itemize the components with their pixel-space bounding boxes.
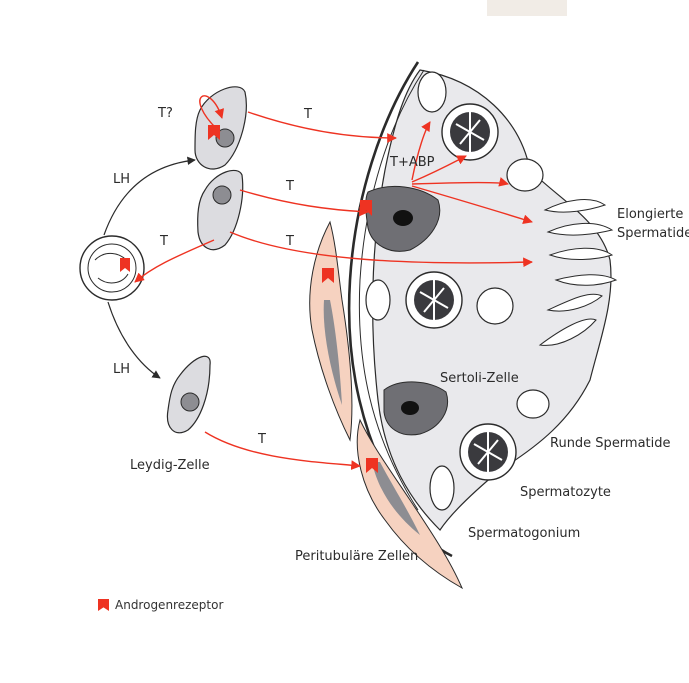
label-t-abp: T+ABP: [389, 155, 435, 170]
blood-vessel: [80, 236, 144, 300]
label-t-2: T: [285, 179, 294, 194]
label-elongated-1: Elongierte: [617, 207, 683, 222]
legend: Androgenrezeptor: [98, 598, 223, 612]
label-t-4: T: [285, 234, 294, 249]
leydig-cell-bottom: [167, 356, 210, 433]
label-lh-2: LH: [113, 362, 130, 377]
spermatocyte-2: [406, 272, 462, 328]
legend-label: Androgenrezeptor: [115, 598, 223, 612]
label-leydig-cell: Leydig-Zelle: [130, 458, 210, 473]
label-t-question: T?: [157, 106, 173, 121]
label-elongated-2: Spermatide: [617, 226, 689, 241]
label-lh-1: LH: [113, 172, 130, 187]
label-t-1: T: [303, 107, 312, 122]
label-t-5: T: [257, 432, 266, 447]
label-spermatogonium: Spermatogonium: [468, 526, 580, 541]
leydig-cell-middle: [198, 170, 243, 249]
label-t-3: T: [159, 234, 168, 249]
spermatocyte-3: [460, 424, 516, 480]
label-peritubular-cells: Peritubuläre Zellen: [295, 549, 418, 564]
androgen-receptor-icon: [98, 599, 109, 611]
leydig-cell-top: [195, 87, 246, 169]
label-spermatocyte: Spermatozyte: [520, 485, 611, 500]
label-sertoli-cell: Sertoli-Zelle: [440, 371, 519, 386]
label-round-spermatids: Runde Spermatide: [550, 436, 671, 451]
spermatocyte-1: [442, 104, 498, 160]
